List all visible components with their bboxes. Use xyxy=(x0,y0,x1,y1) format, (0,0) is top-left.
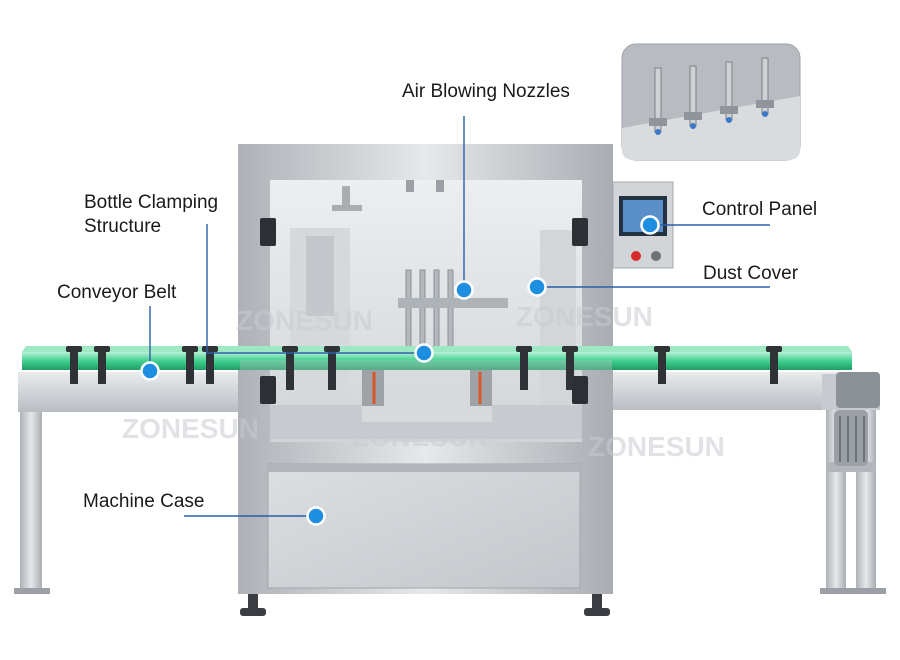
callout-dot-conveyor-belt xyxy=(140,361,160,381)
watermark-text: ZONESUN xyxy=(516,301,653,332)
conveyor-supports xyxy=(14,380,886,594)
callout-dot-air-blowing-nozzles xyxy=(454,280,474,300)
machine-feet xyxy=(240,594,610,616)
label-control-panel: Control Panel xyxy=(702,199,818,220)
callout-lines xyxy=(149,116,770,517)
conveyor-motor xyxy=(834,372,880,466)
callout-dot-bottle-clamping xyxy=(414,343,434,363)
label-conveyor-belt: Conveyor Belt xyxy=(57,282,177,303)
callout-dots xyxy=(140,215,660,526)
nozzle-inset-photo xyxy=(621,43,801,161)
conveyor-belt-track xyxy=(22,346,852,370)
watermark-text: ZONESUN xyxy=(588,431,725,462)
control-panel-box xyxy=(612,181,674,269)
callout-line-bottle-clamping xyxy=(206,224,424,354)
label-machine-case: Machine Case xyxy=(83,491,205,512)
conveyor-clamps xyxy=(66,346,782,390)
watermark-text: ZONESUN xyxy=(122,413,259,444)
watermarks: ZONESUN ZONESUN ZONESUN ZONESUN ZONESUN xyxy=(122,301,725,462)
label-bottle-clamping-structure: Bottle Clamping Structure xyxy=(84,192,219,237)
label-dust-cover: Dust Cover xyxy=(703,263,799,284)
callout-dot-control-panel xyxy=(640,215,660,235)
machine-case-panel xyxy=(267,463,581,589)
label-air-blowing-nozzles: Air Blowing Nozzles xyxy=(402,81,570,102)
callout-dot-dust-cover xyxy=(527,277,547,297)
watermark-text: ZONESUN xyxy=(236,305,373,336)
watermark-text: ZONESUN xyxy=(352,421,489,452)
callout-dot-machine-case xyxy=(306,506,326,526)
conveyor-rails xyxy=(18,372,880,412)
